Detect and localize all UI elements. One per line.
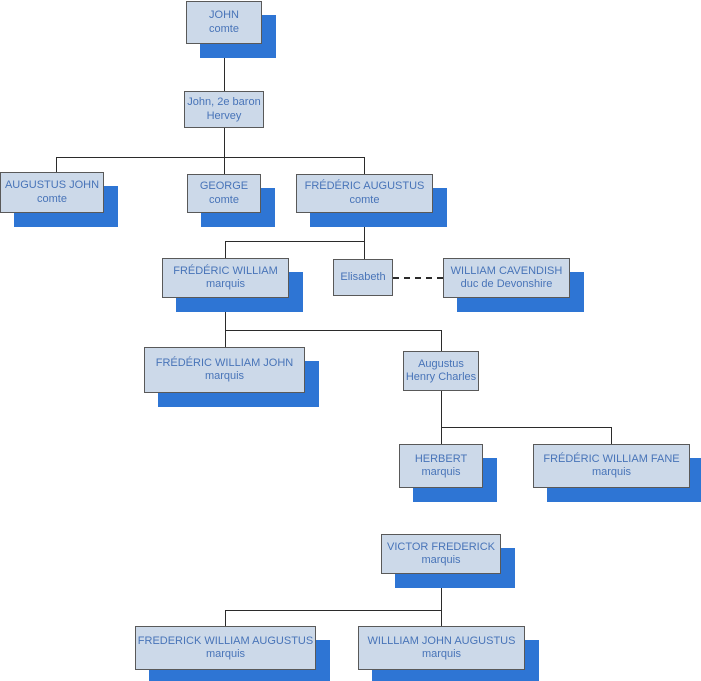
- connector-augustus-henry-charles-drop: [441, 391, 442, 427]
- node-frederic-augustus[interactable]: FRÉDÉRIC AUGUSTUS comte: [296, 174, 433, 213]
- node-frederic-william-john-name: FRÉDÉRIC WILLIAM JOHN: [155, 356, 294, 369]
- node-augustus-henry-charles-name: Augustus: [418, 357, 464, 370]
- node-elisabeth-name: Elisabeth: [340, 270, 386, 283]
- node-frederic-william-fane-name: FRÉDÉRIC WILLIAM FANE: [543, 452, 680, 465]
- node-herbert-name: HERBERT: [414, 452, 468, 465]
- node-herbert[interactable]: HERBERT marquis: [399, 444, 483, 488]
- node-william-cavendish-name: WILLIAM CAVENDISH: [450, 264, 563, 277]
- node-george-name: GEORGE: [199, 180, 249, 193]
- node-frederic-augustus-title: comte: [349, 193, 380, 206]
- node-john-2e-baron[interactable]: John, 2e baron Hervey: [184, 91, 264, 128]
- connector-gen3-to-elisabeth: [364, 241, 365, 259]
- connector-gen2-to-george: [224, 157, 225, 174]
- node-willliam-john-augustus-name: WILLLIAM JOHN AUGUSTUS: [367, 634, 516, 647]
- connector-gen3-to-frederic-william: [225, 241, 226, 258]
- node-victor-frederick[interactable]: VICTOR FREDERICK marquis: [381, 534, 501, 574]
- connector-gen3-bus: [225, 241, 365, 242]
- node-augustus-john[interactable]: AUGUSTUS JOHN comte: [0, 172, 104, 213]
- connector-gen2-bus: [56, 157, 365, 158]
- node-augustus-john-title: comte: [37, 192, 67, 205]
- connector-gen6-to-willliam-john-augustus: [441, 610, 442, 626]
- node-augustus-henry-charles[interactable]: Augustus Henry Charles: [403, 351, 479, 391]
- node-elisabeth[interactable]: Elisabeth: [333, 259, 393, 296]
- node-frederic-william-title: marquis: [205, 278, 246, 290]
- node-augustus-henry-charles-title: Henry Charles: [405, 371, 477, 383]
- connector-gen2-to-frederic-augustus: [364, 157, 365, 174]
- node-victor-frederick-title: marquis: [421, 554, 461, 566]
- node-frederic-william-fane[interactable]: FRÉDÉRIC WILLIAM FANE marquis: [533, 444, 690, 488]
- node-john-2e-baron-name: John, 2e baron: [187, 96, 261, 109]
- node-augustus-john-name: AUGUSTUS JOHN: [4, 179, 100, 192]
- node-george[interactable]: GEORGE comte: [187, 174, 261, 213]
- node-willliam-john-augustus[interactable]: WILLLIAM JOHN AUGUSTUS marquis: [358, 626, 525, 670]
- connector-john2e-drop: [224, 128, 225, 157]
- node-john[interactable]: JOHN comte: [186, 1, 262, 44]
- node-george-title: comte: [209, 193, 239, 206]
- connector-gen5-bus: [441, 427, 612, 428]
- node-frederic-william-name: FRÉDÉRIC WILLIAM: [173, 264, 278, 277]
- node-john-title: comte: [209, 22, 239, 35]
- connector-gen4-to-augustus-henry-charles: [441, 330, 442, 351]
- connector-frederic-augustus-drop: [364, 213, 365, 241]
- node-frederic-william-john[interactable]: FRÉDÉRIC WILLIAM JOHN marquis: [144, 347, 305, 393]
- connector-gen4-to-frederic-william-john: [225, 330, 226, 347]
- connector-victor-frederick-drop: [441, 574, 442, 610]
- connector-gen4-bus: [225, 330, 441, 331]
- node-frederic-william[interactable]: FRÉDÉRIC WILLIAM marquis: [162, 258, 289, 298]
- node-frederic-augustus-name: FRÉDÉRIC AUGUSTUS: [304, 180, 425, 193]
- connector-gen5-to-herbert: [441, 427, 442, 444]
- node-herbert-title: marquis: [421, 466, 461, 478]
- node-frederic-william-john-title: marquis: [204, 370, 245, 382]
- connector-gen2-to-augustus-john: [56, 157, 57, 172]
- node-willliam-john-augustus-title: marquis: [421, 648, 462, 660]
- node-frederick-william-augustus-name: FREDERICK WILLIAM AUGUSTUS: [137, 634, 314, 647]
- node-victor-frederick-name: VICTOR FREDERICK: [387, 540, 495, 553]
- connector-john-to-john2e: [224, 44, 225, 91]
- connector-gen5-to-frederic-william-fane: [611, 427, 612, 444]
- connector-gen6-bus: [225, 610, 442, 611]
- node-frederick-william-augustus[interactable]: FREDERICK WILLIAM AUGUSTUS marquis: [135, 626, 316, 670]
- connector-gen6-to-frederick-william-augustus: [225, 610, 226, 626]
- node-john-2e-baron-title: Hervey: [206, 109, 242, 122]
- node-frederick-william-augustus-title: marquis: [205, 648, 246, 660]
- connector-frederic-william-drop: [225, 298, 226, 330]
- connector-marriage-elisabeth-cavendish: [393, 277, 443, 279]
- node-frederic-william-fane-title: marquis: [591, 466, 632, 478]
- node-william-cavendish-title: duc de Devonshire: [460, 278, 553, 290]
- node-john-name: JOHN: [209, 9, 239, 22]
- node-william-cavendish[interactable]: WILLIAM CAVENDISH duc de Devonshire: [443, 258, 570, 298]
